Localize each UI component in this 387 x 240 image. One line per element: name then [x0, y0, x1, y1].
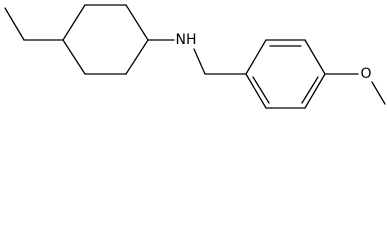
- benzene-double-bond-left: [252, 76, 270, 104]
- amine-linkage: NH: [147, 32, 247, 75]
- bond-nitrogen-to-ch2: [193, 48, 206, 75]
- nitrogen-label: NH: [176, 32, 197, 48]
- ethyl-group: [4, 7, 64, 41]
- benzene-bond-3: [304, 39, 326, 75]
- oxygen-label: O: [360, 66, 371, 82]
- benzene-bond-1: [245, 39, 267, 75]
- benzene-bond-4: [304, 73, 326, 109]
- cyclohexane-ring: [62, 4, 149, 75]
- molecule-drawing: NH O: [4, 4, 386, 109]
- bond-ethyl-ch3: [4, 7, 25, 41]
- bond-oxygen-to-methyl: [371, 81, 386, 105]
- methoxy-group: O: [324, 66, 386, 105]
- ring-bond-1: [62, 4, 86, 41]
- benzene-double-bond-right: [301, 76, 319, 104]
- benzene-ring: [245, 39, 326, 109]
- ring-bond-4: [125, 39, 149, 75]
- benzene-bond-6: [245, 73, 267, 109]
- ring-bond-6: [62, 39, 86, 75]
- ring-bond-3: [125, 4, 149, 41]
